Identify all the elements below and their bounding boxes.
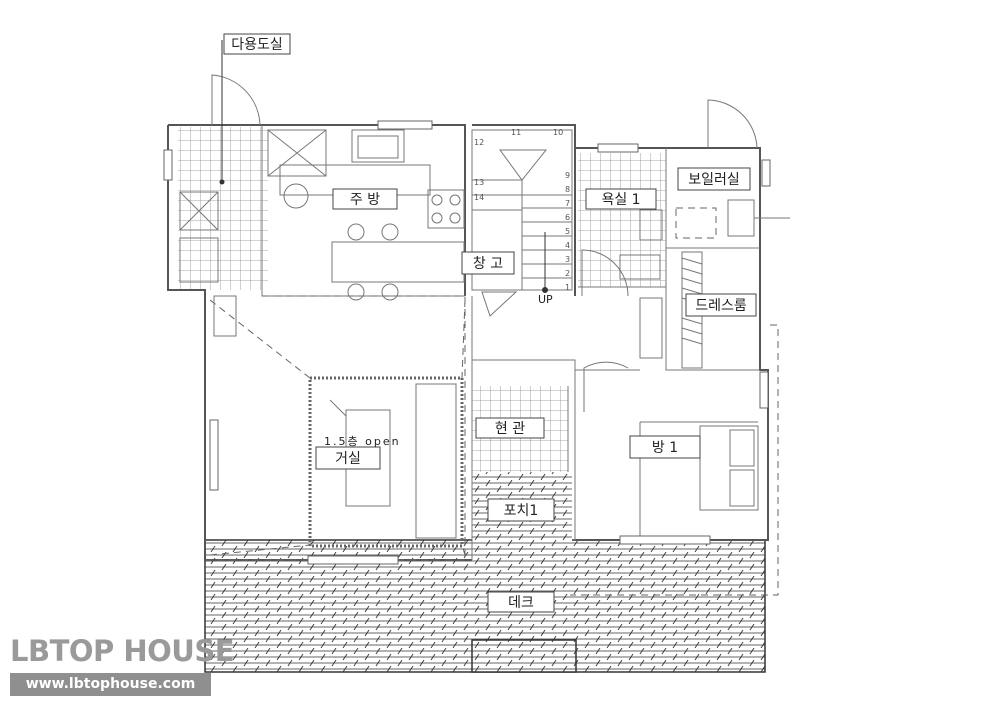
svg-text:방 1: 방 1 [652,440,678,456]
doors [211,74,758,412]
label-kitchen: 주 방 [332,188,398,210]
utility-fixtures [179,40,237,337]
svg-text:주 방: 주 방 [350,192,380,208]
svg-text:욕실 1: 욕실 1 [601,192,640,208]
label-dress-room: 드레스룸 [685,293,757,317]
bathroom-fixtures [619,209,663,359]
windows [163,120,771,565]
label-utility-room: 다용도실 [223,33,291,55]
svg-text:11: 11 [511,128,521,137]
svg-text:데크: 데크 [508,595,534,611]
svg-text:현 관: 현 관 [495,421,525,437]
svg-text:7: 7 [565,199,570,208]
label-living: 거실 [315,446,381,470]
svg-text:창 고: 창 고 [473,256,503,272]
kitchen-fixtures [267,129,465,301]
svg-text:3: 3 [565,255,570,264]
svg-text:13: 13 [474,178,484,187]
svg-text:8: 8 [565,185,570,194]
svg-text:보일러실: 보일러실 [688,172,740,188]
svg-text:1: 1 [565,283,570,292]
label-entrance: 현 관 [475,417,545,439]
svg-text:6: 6 [565,213,570,222]
svg-text:10: 10 [553,128,563,137]
label-storage: 창 고 [461,251,515,275]
stair-up-label: UP [538,293,553,306]
svg-text:거실: 거실 [335,451,361,467]
svg-text:포치1: 포치1 [504,503,539,519]
boiler-equipment [675,199,790,239]
svg-text:4: 4 [565,241,570,250]
label-terrace: 데크 [487,591,555,613]
open-ceiling-note: 1.5층 open [324,435,401,448]
svg-text:14: 14 [474,193,484,202]
living-furniture [308,376,464,548]
svg-text:9: 9 [565,171,570,180]
watermark-url: www.lbtophouse.com [10,673,211,696]
watermark-brand: LBTOP HOUSE [10,634,235,668]
label-bathroom: 욕실 1 [585,188,657,210]
svg-text:12: 12 [474,138,484,147]
stair-step-numbers: 1 2 3 4 5 6 7 8 9 10 11 12 13 14 [474,128,570,292]
staircase [471,129,573,293]
label-boiler-room: 보일러실 [677,167,751,191]
svg-text:2: 2 [565,269,570,278]
label-bedroom: 방 1 [629,435,701,459]
deck-area [204,472,766,673]
label-porch: 포치1 [487,498,555,522]
svg-text:드레스룸: 드레스룸 [695,298,747,314]
bedroom-bed [699,425,759,511]
tiled-floors [178,127,666,472]
interior-walls [261,125,760,560]
svg-text:5: 5 [565,227,570,236]
svg-text:다용도실: 다용도실 [231,37,283,53]
